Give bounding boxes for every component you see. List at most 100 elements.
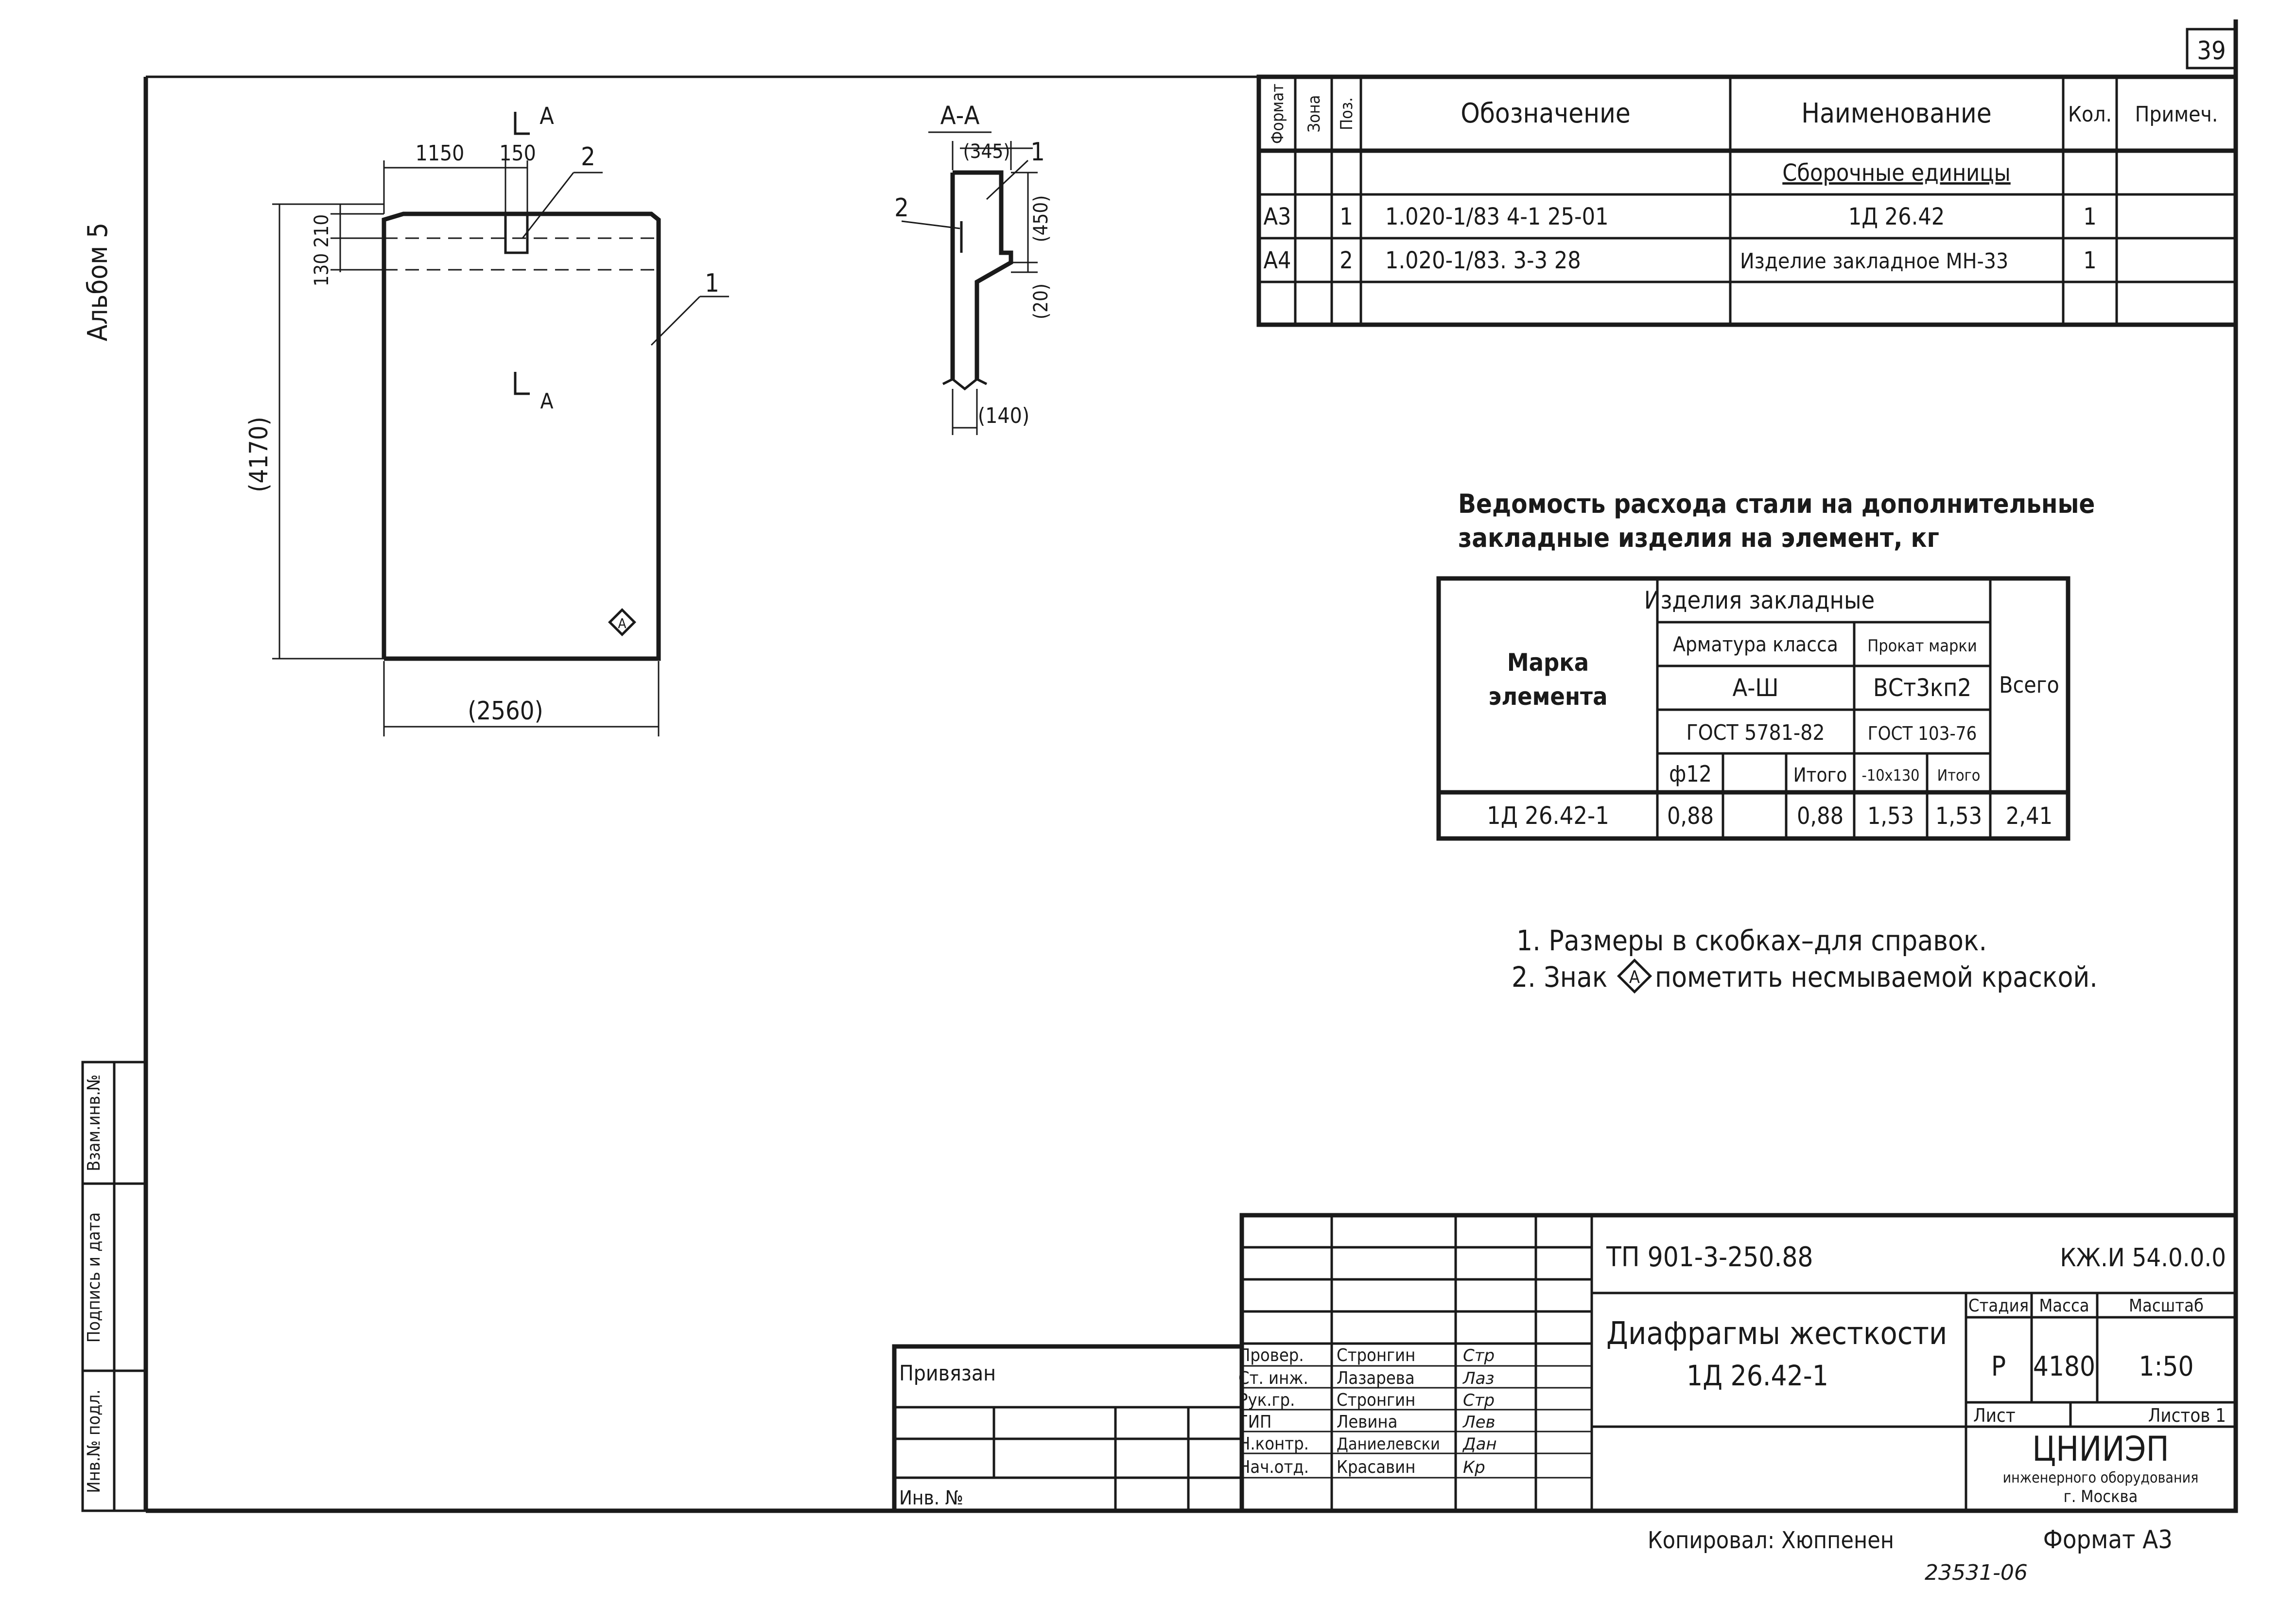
steel-col-strip: -10х130: [1862, 766, 1920, 785]
dim-345: (345): [963, 140, 1010, 163]
role-2-name: Лазарева: [1337, 1368, 1415, 1388]
sheet-number: 39: [2197, 36, 2226, 66]
sign-letter: А: [618, 615, 626, 631]
spec-header-name: Наименование: [1801, 98, 1992, 129]
role-1: Провер.: [1238, 1345, 1304, 1365]
section-pos-1: 1: [1030, 138, 1045, 167]
spec-row2-designation: 1.020-1/83. 3-3 28: [1385, 247, 1581, 274]
steel-row-grand: 2,41: [2006, 803, 2052, 830]
dim-4170: (4170): [244, 417, 274, 492]
role-3-sign: Стр: [1463, 1391, 1495, 1410]
dim-2560: (2560): [468, 697, 543, 726]
steel-mark-header-2: элемента: [1489, 682, 1608, 711]
role-6: Нач.отд.: [1238, 1457, 1309, 1477]
role-6-sign: Кр: [1463, 1458, 1485, 1477]
spec-row1-designation: 1.020-1/83 4-1 25-01: [1385, 203, 1609, 230]
spec-section-label: Сборочные единицы: [1782, 159, 2010, 187]
spec-row2-qty: 1: [2083, 247, 2096, 274]
scale-label: Масштаб: [2129, 1296, 2204, 1316]
dimension-lines: [272, 160, 660, 736]
strip-label-sign: Подпись и дата: [84, 1212, 104, 1343]
dim-130: 130: [311, 253, 333, 287]
note-2-suffix: пометить несмываемой краской.: [1655, 961, 2098, 994]
spec-header-pos: Поз.: [1337, 97, 1357, 130]
spec-row1-format: А3: [1264, 203, 1291, 230]
spec-row1-qty: 1: [2083, 203, 2096, 230]
steel-col-grand: Всего: [1999, 672, 2059, 698]
role-4-sign: Лев: [1462, 1413, 1496, 1432]
steel-row-strip: 1,53: [1867, 803, 1914, 830]
privyazan-label: Привязан: [899, 1361, 996, 1386]
doc-code: ТП 901-3-250.88: [1606, 1241, 1813, 1273]
section-pos-2: 2: [894, 193, 909, 223]
sign-diamond-icon: [608, 608, 636, 636]
steel-col-total: Итого: [1793, 764, 1847, 786]
steel-row-mark: 1Д 26.42-1: [1487, 802, 1609, 830]
position-1-label: 1: [705, 269, 719, 298]
panel-elevation: [382, 112, 729, 661]
stage-value: Р: [1991, 1351, 2006, 1382]
spec-row1-name: 1Д 26.42: [1848, 203, 1945, 230]
sheet-label: Лист: [1973, 1405, 2016, 1426]
role-2: Ст. инж.: [1238, 1368, 1308, 1388]
mass-value: 4180: [2033, 1351, 2095, 1382]
role-5-sign: Дан: [1462, 1434, 1497, 1454]
org-name: ЦНИИЭП: [2032, 1429, 2169, 1469]
role-2-sign: Лаз: [1462, 1369, 1494, 1388]
spec-row2-pos: 2: [1339, 247, 1353, 274]
steel-col-total2: Итого: [1937, 766, 1981, 785]
steel-mark-header-1: Марка: [1507, 648, 1589, 677]
strip-label-inv: Инв.№ подл.: [84, 1389, 104, 1493]
steel-rolled-grade: ВСт3кп2: [1873, 674, 1971, 702]
dim-450: (450): [1030, 195, 1052, 243]
archive-number: 23531-06: [1925, 1560, 2028, 1585]
steel-rebar-gost: ГОСТ 5781-82: [1686, 720, 1825, 745]
role-4: ГИП: [1238, 1412, 1271, 1432]
role-4-name: Левина: [1337, 1412, 1397, 1432]
position-2-label: 2: [581, 142, 595, 172]
stage-label: Стадия: [1968, 1296, 2029, 1316]
scale-value: 1:50: [2139, 1351, 2193, 1382]
dim-140: (140): [978, 403, 1029, 428]
steel-group-header: Изделия закладные: [1644, 586, 1875, 614]
steel-row-total: 0,88: [1797, 803, 1844, 830]
album-label: Альбом 5: [82, 223, 114, 341]
format-label: Формат А3: [2043, 1525, 2173, 1555]
org-city: г. Москва: [2064, 1487, 2138, 1506]
doc-id: КЖ.И 54.0.0.0: [2060, 1243, 2226, 1273]
mass-label: Масса: [2039, 1296, 2089, 1316]
title-block: [892, 1213, 2238, 1513]
spec-header-designation: Обозначение: [1461, 98, 1631, 129]
dim-20: (20): [1030, 283, 1052, 319]
spec-header-zone: Зона: [1305, 95, 1324, 132]
steel-row-total2: 1,53: [1935, 803, 1982, 830]
role-5-name: Даниелевски: [1337, 1434, 1440, 1454]
spec-row2-name: Изделие закладное МН-33: [1740, 249, 2008, 274]
spec-table: [1256, 74, 2238, 327]
steel-title-line1: Ведомость расхода стали на дополнительны…: [1458, 489, 2095, 519]
note-2-prefix: 2. Знак: [1512, 961, 1607, 994]
org-line2: инженерного оборудования: [2003, 1469, 2199, 1486]
spec-header-note: Примеч.: [2135, 102, 2218, 127]
steel-row-phi12: 0,88: [1667, 803, 1714, 830]
steel-rebar-class: А-Ш: [1732, 674, 1778, 702]
spec-header-qty: Кол.: [2068, 102, 2112, 127]
steel-title-line2: закладные изделия на элемент, кг: [1458, 523, 1939, 553]
steel-rolled-header: Прокат марки: [1867, 636, 1977, 656]
dim-150: 150: [499, 141, 536, 166]
section-aa: [901, 131, 1038, 435]
note-1: 1. Размеры в скобках–для справок.: [1516, 924, 1987, 957]
role-3: Рук.гр.: [1238, 1390, 1295, 1410]
spec-header-format: Формат: [1268, 84, 1287, 144]
title-line2: 1Д 26.42-1: [1687, 1359, 1828, 1392]
spec-row2-format: А4: [1264, 247, 1291, 274]
section-mark-bottom: А: [540, 389, 553, 414]
role-6-name: Красавин: [1337, 1457, 1415, 1477]
title-line1: Диафрагмы жесткости: [1606, 1316, 1947, 1352]
note-sign-diamond-icon: [1617, 958, 1652, 994]
copied-by: Копировал: Хюппенен: [1648, 1527, 1894, 1554]
steel-rolled-gost: ГОСТ 103-76: [1868, 723, 1977, 744]
note-2-letter: А: [1629, 967, 1640, 987]
dim-210: 210: [311, 214, 333, 248]
sheets-label: Листов 1: [2148, 1405, 2226, 1426]
